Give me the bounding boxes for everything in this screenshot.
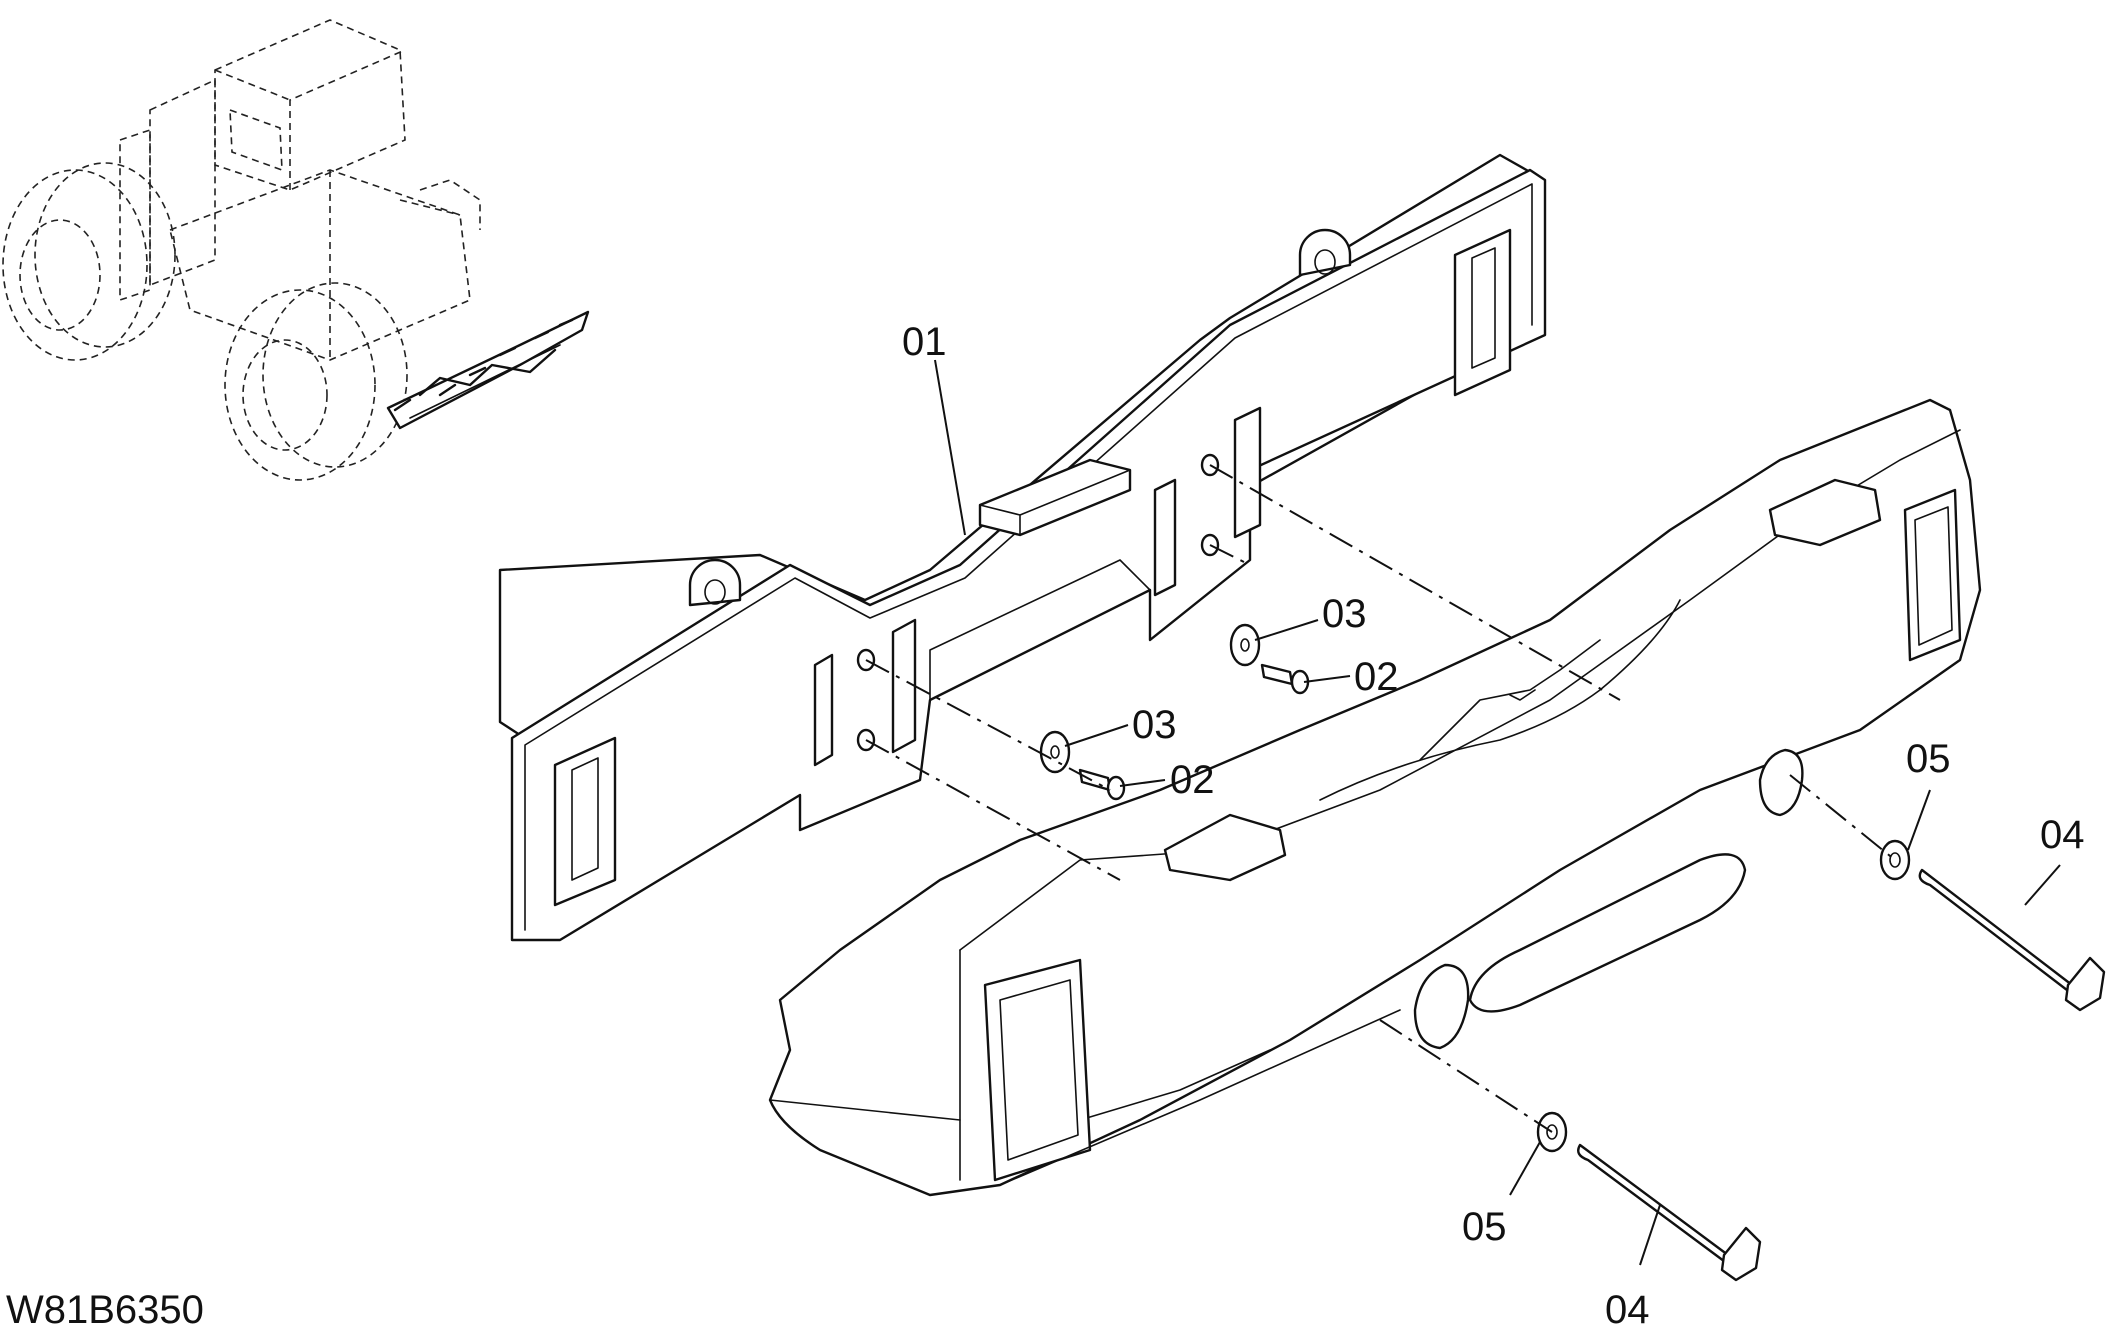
callout-04-bottom: 04	[1605, 1288, 1650, 1332]
inset-body	[119, 78, 481, 361]
callout-01: 01	[902, 320, 947, 364]
machine-overview-inset	[2, 19, 590, 481]
callout-03-upper: 03	[1322, 592, 1367, 636]
washer-03-upper	[1229, 623, 1261, 667]
leader-lines	[934, 359, 2061, 1266]
bolt-02-upper	[1260, 663, 1310, 695]
inset-cab	[214, 19, 406, 191]
inset-rear-wheel	[2, 162, 176, 361]
callout-02-upper: 02	[1354, 655, 1399, 699]
callouts: 01 03 02 03 02 05 04 05 04	[902, 320, 2085, 1332]
bolt-02-lower	[1078, 768, 1126, 801]
inset-front-wheel	[224, 282, 408, 481]
bracket-part-01	[498, 153, 1547, 942]
inset-counterweight-highlight	[386, 310, 590, 430]
bolt-04-right	[1918, 868, 2106, 1012]
drawing-code: W81B6350	[6, 1288, 204, 1332]
bolt-04-bottom	[1577, 1143, 1762, 1282]
callout-03-lower: 03	[1132, 703, 1177, 747]
center-lines	[865, 464, 1896, 1133]
callout-04-right: 04	[2040, 813, 2085, 857]
callout-02-lower: 02	[1170, 758, 1215, 802]
washer-03-lower	[1039, 730, 1071, 774]
callout-05-bottom: 05	[1462, 1205, 1507, 1249]
washer-05-right	[1879, 839, 1911, 881]
counterweight	[768, 398, 1982, 1197]
callout-05-right: 05	[1906, 737, 1951, 781]
